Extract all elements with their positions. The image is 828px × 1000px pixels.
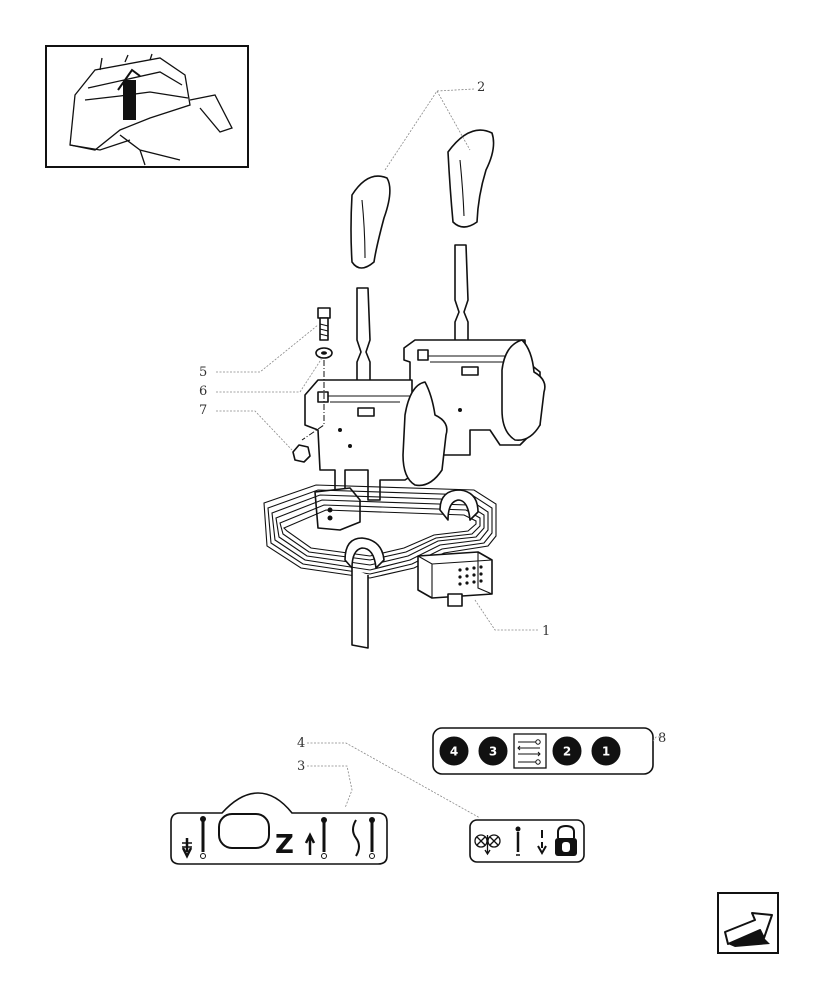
- position-badge-label: 1: [602, 745, 610, 759]
- location-thumbnail: [45, 45, 249, 168]
- position-badge-2: [552, 736, 582, 766]
- callout-1: 1: [542, 624, 550, 639]
- lock-icon: [537, 824, 577, 856]
- position-badge-label: 2: [563, 745, 571, 759]
- callout-8: 8: [658, 731, 666, 746]
- raise-arrow-icon: [304, 817, 327, 859]
- washer: [315, 347, 333, 359]
- lever-icon: [515, 826, 521, 856]
- connector: [417, 551, 493, 607]
- harness-clip-right: [439, 489, 479, 521]
- next-page-arrow-icon[interactable]: [717, 892, 779, 954]
- position-badge-label: 4: [450, 745, 458, 759]
- callout-6: 6: [199, 384, 207, 399]
- nut: [292, 444, 311, 463]
- callout-3: 3: [297, 759, 305, 774]
- hand-lever-knob-left: [350, 175, 391, 269]
- leader-lines: [216, 88, 662, 819]
- lever-shaft-right: [454, 244, 469, 351]
- float-wave-icon: [352, 817, 375, 859]
- position-badge-1: [591, 736, 621, 766]
- hand-lever-knob-right: [447, 129, 495, 228]
- decal-lever-functions: Z: [170, 792, 388, 865]
- callout-labels: 1 2 3 4 5 6 7 8: [199, 80, 666, 774]
- flow-rate-icon: [474, 834, 501, 856]
- harness-clip-left: [344, 537, 385, 649]
- lever-bracket-front: [304, 379, 448, 531]
- decal-lever-positions: 4 3 2 1: [432, 727, 654, 775]
- callout-5: 5: [199, 365, 207, 380]
- position-badge-4: [439, 736, 469, 766]
- hydraulic-valve-icon: [513, 733, 547, 769]
- decal-letter: Z: [275, 830, 294, 860]
- assembly-axis-line: [301, 360, 325, 441]
- lever-shaft-left: [356, 287, 371, 396]
- bolt: [317, 307, 331, 341]
- lower-arrow-icon: [181, 816, 206, 859]
- decal-control-functions: [469, 819, 585, 863]
- callout-2: 2: [477, 80, 485, 95]
- position-badge-3: [478, 736, 508, 766]
- callout-7: 7: [199, 403, 207, 418]
- position-badge-label: 3: [489, 745, 497, 759]
- callout-4: 4: [297, 736, 305, 751]
